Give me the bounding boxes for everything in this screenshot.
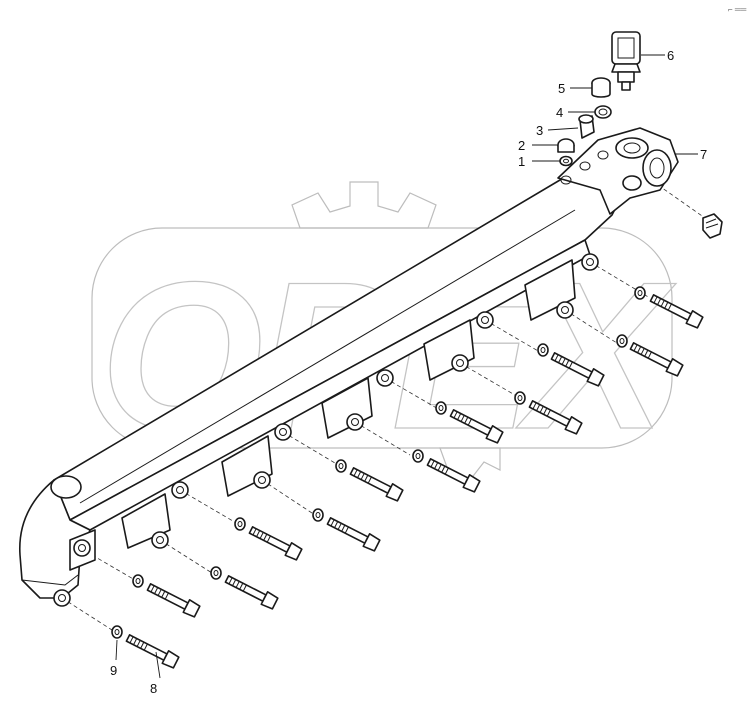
washer — [132, 574, 144, 588]
corner-mark: ⌐ ══ — [728, 5, 747, 14]
bolt — [247, 522, 304, 562]
washer — [111, 625, 123, 639]
washer — [616, 334, 628, 348]
lug-3 — [221, 423, 292, 497]
callout-6: 6 — [667, 48, 674, 63]
lug-2 — [121, 481, 189, 549]
callouts: 1 2 3 4 5 6 7 8 9 — [110, 48, 707, 696]
lug-5 — [423, 311, 494, 381]
washer — [412, 449, 424, 463]
small-parts — [557, 31, 641, 167]
callout-4: 4 — [556, 105, 563, 120]
callout-9: 9 — [110, 663, 117, 678]
washer — [312, 508, 324, 522]
bolt — [145, 579, 202, 619]
lug-1 — [53, 529, 96, 607]
washer — [537, 343, 549, 357]
lug-4 — [321, 369, 394, 439]
fuel-rail — [19, 127, 679, 599]
washer — [335, 459, 347, 473]
washer — [514, 391, 526, 405]
watermark-gear — [291, 181, 437, 229]
callout-1: 1 — [518, 154, 525, 169]
callout-8: 8 — [150, 681, 157, 696]
pressure-sensor — [611, 31, 641, 91]
mounting-lugs — [53, 253, 599, 607]
callout-2: 2 — [518, 138, 525, 153]
assembly-lines — [61, 184, 706, 631]
washer — [634, 286, 646, 300]
bolt — [325, 513, 382, 553]
callout-3: 3 — [536, 123, 543, 138]
lug-6 — [524, 253, 599, 321]
bolt — [223, 571, 280, 611]
washer — [210, 566, 222, 580]
callout-7: 7 — [700, 147, 707, 162]
washer — [435, 401, 447, 415]
end-plug — [702, 213, 723, 239]
callout-5: 5 — [558, 81, 565, 96]
washer — [234, 517, 246, 531]
bolt — [124, 630, 181, 670]
